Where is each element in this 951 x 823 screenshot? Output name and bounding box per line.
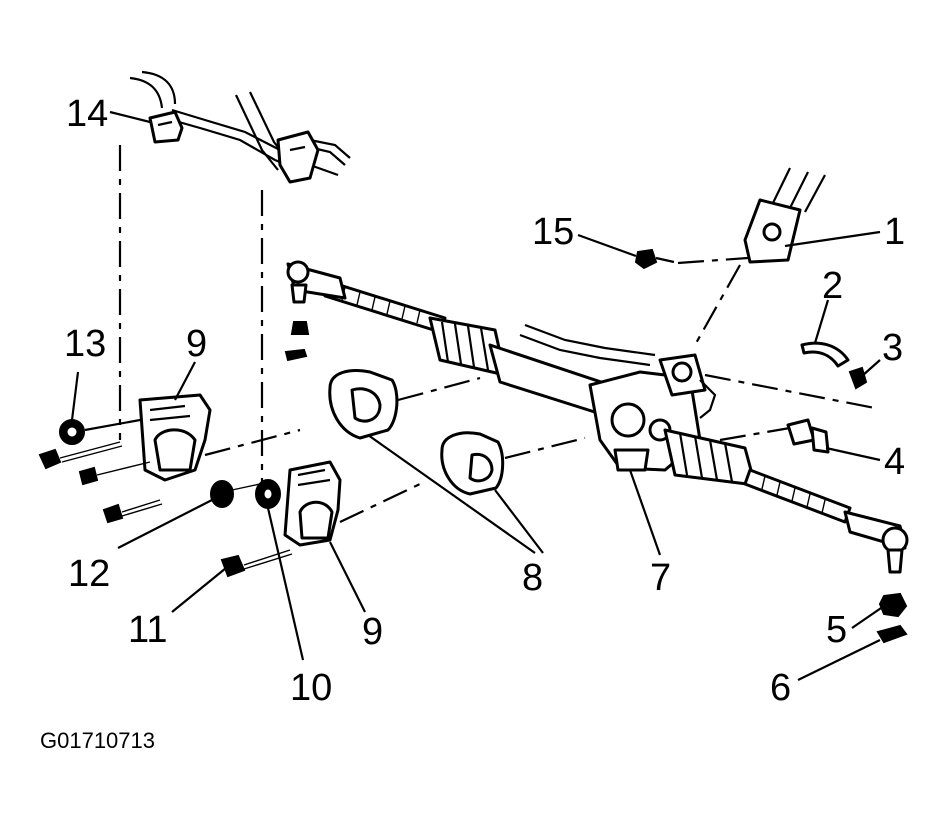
pinch-bolt-15 xyxy=(634,248,749,270)
mount-clamp-9-lower xyxy=(283,460,421,547)
callout-14: 14 xyxy=(66,93,108,135)
mount-clamp-9-upper xyxy=(138,393,301,482)
mount-bushing-8-lower xyxy=(440,431,586,496)
callout-1: 1 xyxy=(884,211,905,253)
callout-2: 2 xyxy=(822,265,843,307)
callout-3: 3 xyxy=(882,327,903,369)
callout-11: 11 xyxy=(128,609,167,651)
clamp-bolt-lower-left xyxy=(102,499,163,524)
mount-bushing-8-upper xyxy=(328,369,481,440)
callout-7: 7 xyxy=(650,557,671,599)
callout-12: 12 xyxy=(68,553,110,595)
figure-code: G01710713 xyxy=(40,728,155,753)
leader-lines xyxy=(70,110,885,681)
callout-9-lower: 9 xyxy=(362,611,383,653)
callout-5: 5 xyxy=(826,609,847,651)
callout-13: 13 xyxy=(64,323,106,365)
cotter-pin-6 xyxy=(876,624,908,644)
line-bracket-upper-right xyxy=(276,130,320,184)
clamp-bolts-upper xyxy=(38,441,151,486)
callout-8: 8 xyxy=(522,557,543,599)
fitting-4 xyxy=(719,418,830,454)
callout-4: 4 xyxy=(884,441,905,483)
left-outer-tie-rod-end xyxy=(284,260,347,362)
callout-9-upper: 9 xyxy=(186,323,207,365)
rack-and-pinion-assembly xyxy=(323,280,852,524)
line-bracket-14 xyxy=(148,110,184,144)
washer-12 xyxy=(210,480,261,508)
nut-10 xyxy=(255,479,281,509)
callout-10: 10 xyxy=(290,667,332,709)
callout-6: 6 xyxy=(770,667,791,709)
fitting-3 xyxy=(704,366,876,410)
bolt-11 xyxy=(220,549,293,578)
intermediate-shaft-coupling xyxy=(694,167,826,346)
right-outer-tie-rod-end xyxy=(843,510,909,574)
tie-rod-nut-5 xyxy=(878,592,908,618)
callout-15: 15 xyxy=(532,211,574,253)
hose-2 xyxy=(800,341,850,368)
